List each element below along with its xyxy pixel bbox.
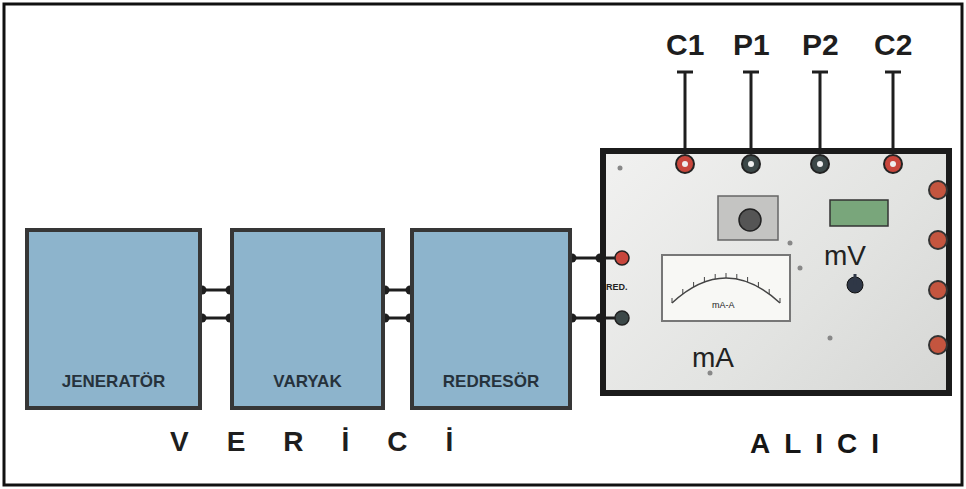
device-illustration [600, 148, 952, 396]
wire [198, 314, 235, 323]
group-heading: VERİCİ [170, 426, 491, 458]
device-name: VARYAK [273, 372, 341, 392]
receiver-panel: RED.mA-AmAmVALICI [600, 148, 952, 396]
device-name: REDRESÖR [443, 372, 539, 392]
device-box: VARYAK [230, 228, 385, 410]
wire [568, 314, 605, 323]
gauge-scale-label: mA-A [712, 300, 735, 310]
meter-unit: mV [824, 240, 866, 272]
group-heading: ALICI [750, 428, 893, 460]
terminal-name: P1 [733, 28, 770, 62]
frame-border [4, 4, 962, 485]
device-box: REDRESÖR [410, 228, 572, 410]
terminal-name: C1 [666, 28, 704, 62]
terminal-leads [677, 72, 901, 155]
meter-unit: mA [692, 342, 734, 374]
wire [568, 254, 605, 263]
terminal-name: C2 [874, 28, 912, 62]
terminal-name: P2 [802, 28, 839, 62]
wire [198, 286, 235, 295]
terminal-label: RED. [606, 282, 628, 292]
device-name: JENERATÖR [62, 372, 166, 392]
device-box: JENERATÖR [25, 228, 202, 410]
